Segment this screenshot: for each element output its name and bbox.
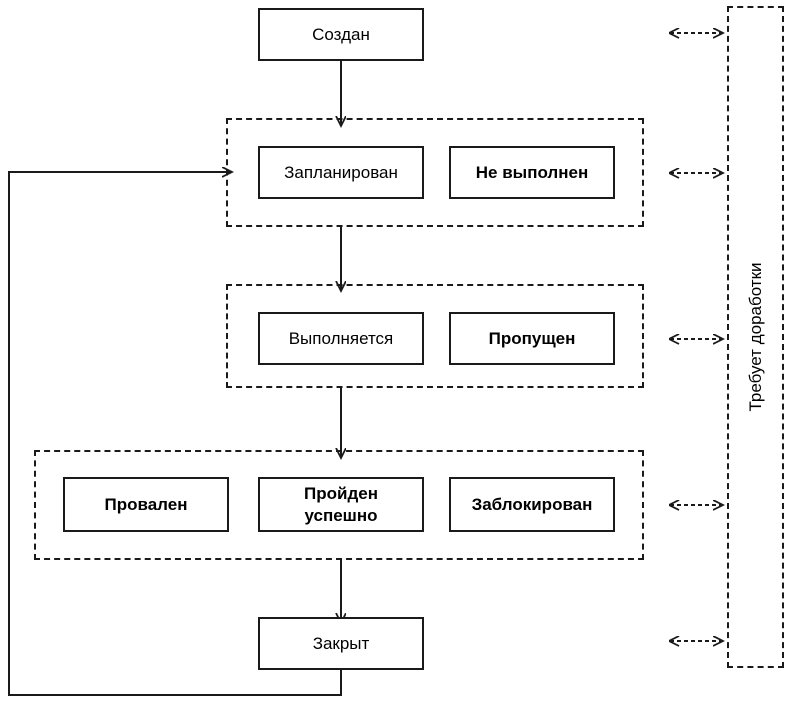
node-in-progress[interactable]: Выполняется (258, 312, 424, 365)
node-created[interactable]: Создан (258, 8, 424, 61)
rework-panel[interactable]: Требует доработки (727, 6, 784, 668)
node-blocked[interactable]: Заблокирован (449, 477, 615, 532)
node-skipped[interactable]: Пропущен (449, 312, 615, 365)
node-passed[interactable]: Пройден успешно (258, 477, 424, 532)
node-failed[interactable]: Провален (63, 477, 229, 532)
node-closed[interactable]: Закрыт (258, 617, 424, 670)
rework-panel-label: Требует доработки (745, 262, 765, 412)
node-not-executed[interactable]: Не выполнен (449, 146, 615, 199)
node-planned[interactable]: Запланирован (258, 146, 424, 199)
